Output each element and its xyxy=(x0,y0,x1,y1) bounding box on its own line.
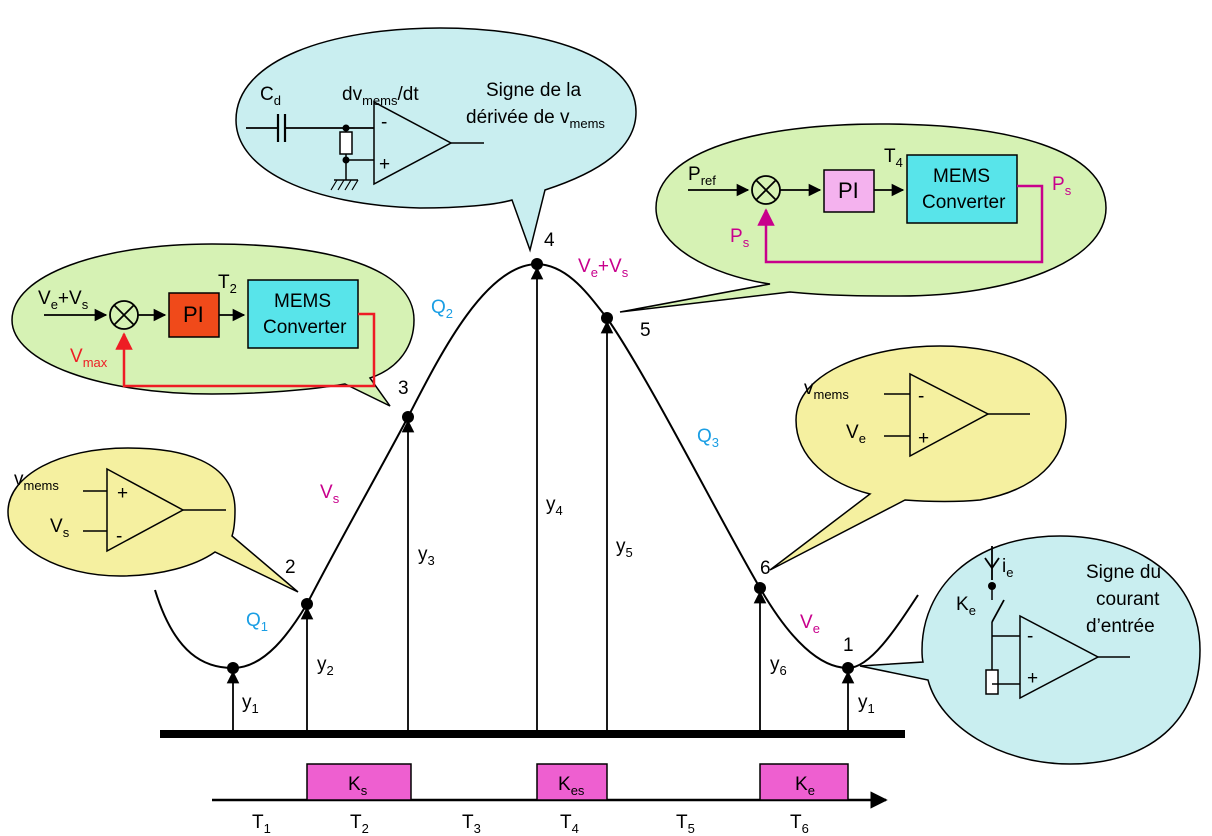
vs-region-label: Vs xyxy=(320,482,340,506)
svg-text:PI: PI xyxy=(838,178,859,203)
interval-t3: T3 xyxy=(462,812,481,836)
svg-text:-: - xyxy=(381,112,387,133)
switch-kes xyxy=(536,763,608,801)
svg-text:d’entrée: d’entrée xyxy=(1086,616,1155,637)
interval-labels: T1 T2 T3 T4 T5 T6 xyxy=(252,812,809,836)
y1-right-label: y1 xyxy=(858,692,875,716)
svg-text:+: + xyxy=(918,428,929,449)
bubble-pref-loop: PI MEMS Converter T4 Pref Ps Ps xyxy=(619,123,1107,313)
svg-text:+: + xyxy=(379,154,390,175)
svg-text:vmems: vmems xyxy=(14,469,59,493)
svg-text:Ps: Ps xyxy=(730,226,750,250)
y2-label: y2 xyxy=(317,654,334,678)
svg-text:-: - xyxy=(1027,626,1033,647)
switch-ke xyxy=(759,763,849,801)
interval-t6: T6 xyxy=(790,812,809,836)
state-arrows xyxy=(226,266,855,730)
svg-text:Ke: Ke xyxy=(956,594,976,618)
svg-text:T4: T4 xyxy=(884,146,903,170)
svg-text:Converter: Converter xyxy=(922,192,1006,213)
point-2-label: 2 xyxy=(285,557,296,578)
switch-ks-label: Ks xyxy=(348,774,368,798)
ve-region-label: Ve xyxy=(800,612,820,636)
ground-bar xyxy=(160,730,905,738)
svg-text:Ve: Ve xyxy=(846,422,866,446)
y1-label: y1 xyxy=(242,692,259,716)
switch-kes-label: Kes xyxy=(558,774,585,798)
svg-text:T2: T2 xyxy=(218,272,237,296)
svg-text:ie: ie xyxy=(1002,556,1013,580)
point-5-label: 5 xyxy=(640,320,651,341)
point-3-label: 3 xyxy=(398,378,409,399)
pi-block-pink xyxy=(823,169,875,213)
svg-text:+: + xyxy=(1027,668,1038,689)
q2-label: Q2 xyxy=(431,297,453,321)
svg-text:PI: PI xyxy=(183,302,204,327)
q3-label: Q3 xyxy=(697,426,719,450)
point-6-label: 6 xyxy=(760,558,771,579)
interval-t4: T4 xyxy=(560,812,579,836)
svg-text:vmems: vmems xyxy=(804,378,849,402)
bubble-ve-comparator: - + vmems Ve xyxy=(769,345,1067,571)
bubble-derivative: - + Cd dvmems/dt Signe de la dérivée de … xyxy=(235,27,637,253)
point-1-label: 1 xyxy=(843,635,854,656)
y5-label: y5 xyxy=(616,536,633,560)
svg-text:Pref: Pref xyxy=(688,164,716,188)
pi-block-red xyxy=(168,292,220,338)
switch-ks xyxy=(306,763,412,801)
svg-text:-: - xyxy=(918,386,924,407)
svg-text:Ps: Ps xyxy=(1052,174,1072,198)
svg-text:Vs: Vs xyxy=(50,516,70,540)
y4-label: y4 xyxy=(546,494,563,518)
svg-text:Converter: Converter xyxy=(263,317,347,338)
state-points xyxy=(227,258,854,674)
svg-text:Signe du: Signe du xyxy=(1086,562,1161,583)
bubble-vs-comparator: + - vmems Vs xyxy=(7,447,299,593)
svg-text:+: + xyxy=(117,483,128,504)
y6-label: y6 xyxy=(770,654,787,678)
mems-converter-2 xyxy=(906,154,1018,224)
svg-text:-: - xyxy=(116,526,122,547)
svg-text:Signe de la: Signe de la xyxy=(486,80,582,101)
interval-t2: T2 xyxy=(350,812,369,836)
svg-text:Cd: Cd xyxy=(260,84,281,108)
q1-label: Q1 xyxy=(246,610,268,634)
svg-text:dérivée de vmems: dérivée de vmems xyxy=(466,107,605,131)
bubble-input-current: - + ie Ke Signe du courant d’entrée xyxy=(859,535,1201,765)
interval-t5: T5 xyxy=(676,812,695,836)
svg-text:MEMS: MEMS xyxy=(274,291,331,312)
svg-text:MEMS: MEMS xyxy=(933,166,990,187)
switch-ke-label: Ke xyxy=(795,774,815,798)
bubble-vmax-loop: PI MEMS Converter T2 Ve+Vs Vmax xyxy=(11,243,415,407)
svg-text:courant: courant xyxy=(1096,589,1160,610)
svg-text:Ve+Vs: Ve+Vs xyxy=(38,288,89,312)
point-4-label: 4 xyxy=(544,230,555,251)
svg-text:Vmax: Vmax xyxy=(70,346,108,370)
y3-label: y3 xyxy=(418,544,435,568)
interval-t1: T1 xyxy=(252,812,271,836)
mems-converter-1 xyxy=(247,279,359,349)
ve-vs-region-label: Ve+Vs xyxy=(578,256,629,280)
svg-text:dvmems/dt: dvmems/dt xyxy=(342,84,419,108)
